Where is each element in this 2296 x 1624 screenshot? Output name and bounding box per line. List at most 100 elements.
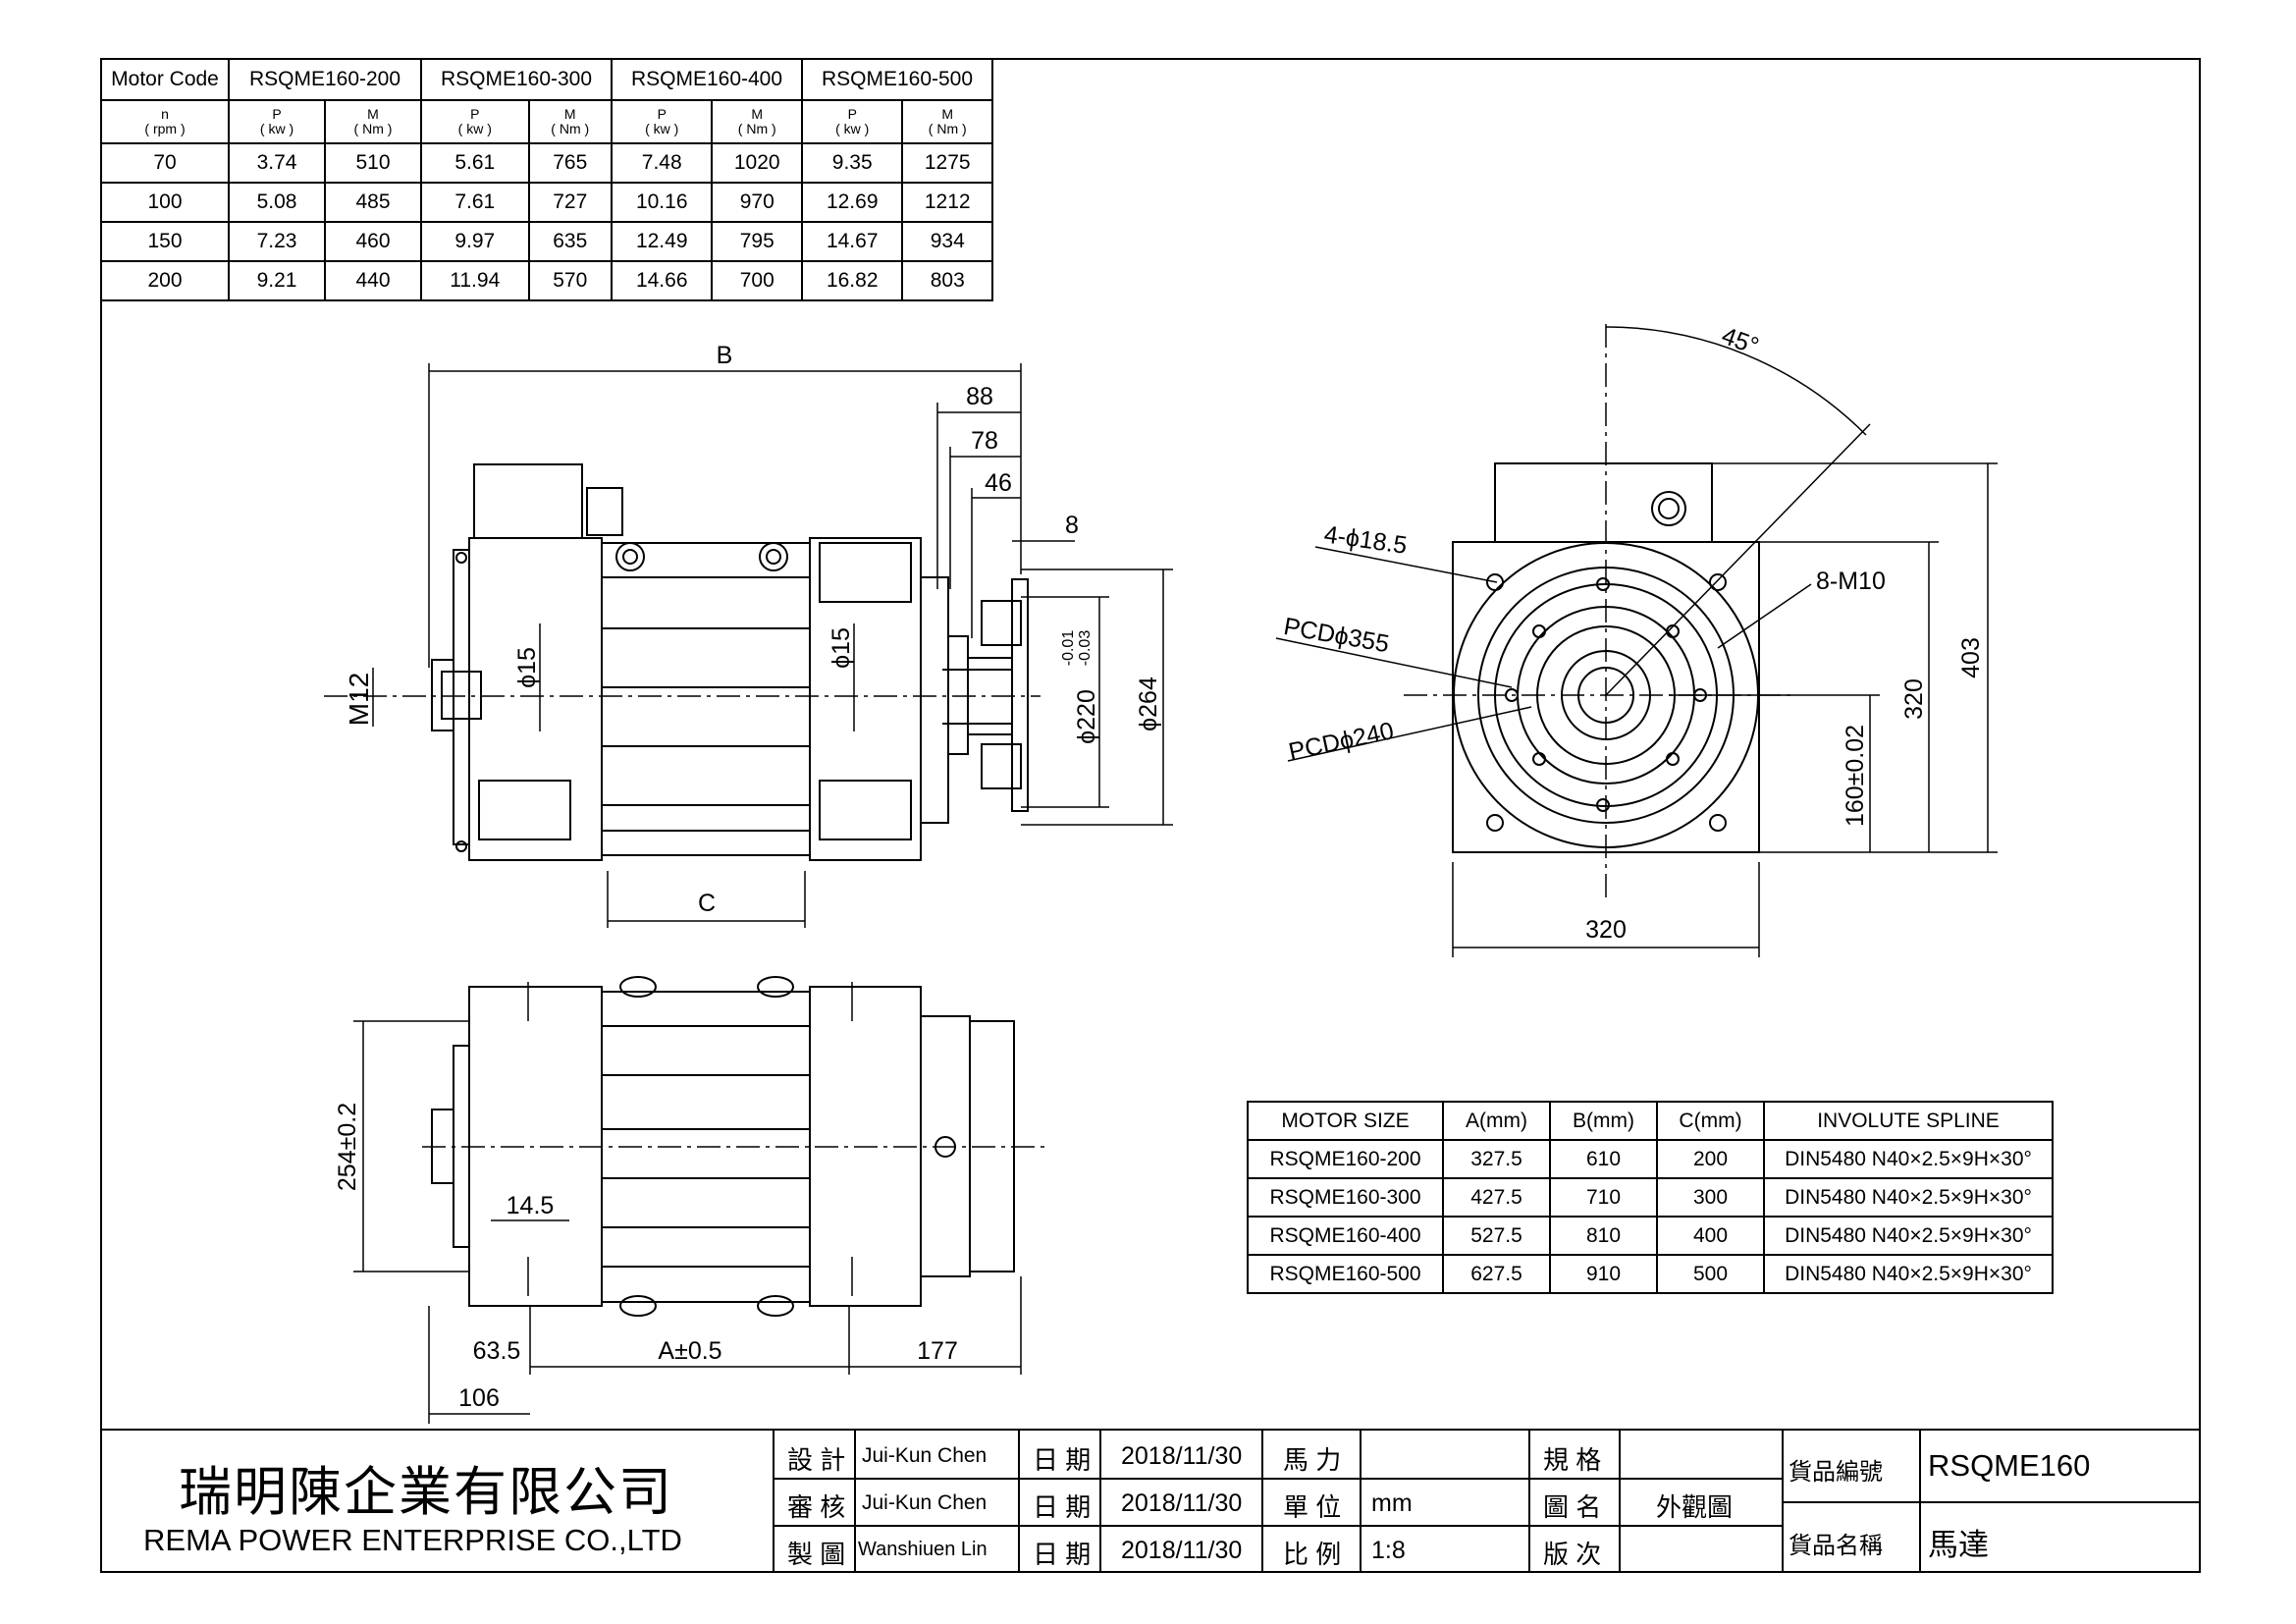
dim-88: 88 xyxy=(966,383,993,410)
torque-unit-cell: M( Nm ) xyxy=(324,99,422,144)
draft-date: 2018/11/30 xyxy=(1121,1537,1243,1564)
table-row: RSQME160-400 527.5 810 400 DIN5480 N40×2… xyxy=(1247,1216,2054,1256)
front-view-dimensions xyxy=(1275,462,1998,957)
drawing-name-label: 圖 名 xyxy=(1543,1492,1602,1522)
drafter-name: Wanshiuen Lin xyxy=(858,1539,988,1560)
size-header: C(mm) xyxy=(1656,1101,1765,1141)
size-cell: RSQME160-200 xyxy=(1247,1139,1444,1179)
power-unit-cell: P( kw ) xyxy=(420,99,530,144)
dim-phi15-left: ϕ15 xyxy=(513,647,541,688)
unit-value: mm xyxy=(1371,1489,1413,1517)
value-cell: 635 xyxy=(527,221,613,262)
model-header: RSQME160-500 xyxy=(801,58,993,101)
power-unit-cell: P( kw ) xyxy=(610,99,714,144)
draft-role: 製 圖 xyxy=(787,1540,846,1569)
model-header: RSQME160-300 xyxy=(420,58,613,101)
value-cell: 460 xyxy=(324,221,422,262)
table-row: RSQME160-500 627.5 910 500 DIN5480 N40×2… xyxy=(1247,1254,2054,1294)
value-cell: 14.66 xyxy=(610,260,714,301)
value-cell: 765 xyxy=(527,142,613,184)
size-cell: 627.5 xyxy=(1442,1254,1551,1294)
size-cell: 527.5 xyxy=(1442,1216,1551,1256)
value-cell: 9.35 xyxy=(800,142,904,184)
model-header: RSQME160-200 xyxy=(228,58,422,101)
dim-phi220-tol-up: -0.01 xyxy=(1060,630,1077,667)
table-row: RSQME160-200 327.5 610 200 DIN5480 N40×2… xyxy=(1247,1139,2054,1179)
dim-403: 403 xyxy=(1957,637,1985,678)
value-cell: 1275 xyxy=(901,142,993,184)
value-cell: 9.21 xyxy=(228,260,326,301)
value-cell: 12.49 xyxy=(610,221,714,262)
torque-unit-cell: M( Nm ) xyxy=(527,99,613,144)
dim-a: A±0.5 xyxy=(658,1337,721,1365)
speed-cell: 100 xyxy=(100,182,230,223)
dim-254: 254±0.2 xyxy=(334,1103,361,1191)
torque-unit-cell: M( Nm ) xyxy=(711,99,803,144)
design-role: 設 計 xyxy=(787,1445,846,1475)
horsepower-label: 馬 力 xyxy=(1283,1445,1342,1475)
power-unit-cell: P( kw ) xyxy=(228,99,326,144)
dim-8: 8 xyxy=(1065,512,1079,539)
value-cell: 700 xyxy=(711,260,803,301)
dim-pcd240: PCDϕ240 xyxy=(1286,717,1396,766)
value-cell: 795 xyxy=(711,221,803,262)
size-cell: DIN5480 N40×2.5×9H×30° xyxy=(1763,1177,2054,1218)
title-block: 瑞明陳企業有限公司 REMA POWER ENTERPRISE CO.,LTD … xyxy=(100,1429,2201,1573)
size-cell: DIN5480 N40×2.5×9H×30° xyxy=(1763,1139,2054,1179)
value-cell: 7.23 xyxy=(228,221,326,262)
size-cell: 810 xyxy=(1549,1216,1658,1256)
table-row: 150 7.23 460 9.97 635 12.49 795 14.67 93… xyxy=(100,221,993,262)
dim-78: 78 xyxy=(971,427,998,455)
part-name: 馬達 xyxy=(1928,1528,1989,1562)
value-cell: 485 xyxy=(324,182,422,223)
dim-160: 160±0.02 xyxy=(1842,725,1869,827)
size-cell: DIN5480 N40×2.5×9H×30° xyxy=(1763,1216,2054,1256)
power-unit-cell: P( kw ) xyxy=(800,99,904,144)
date-label: 日 期 xyxy=(1033,1445,1092,1475)
dim-45-deg: 45° xyxy=(1718,322,1762,360)
value-cell: 1020 xyxy=(711,142,803,184)
unit-label: 單 位 xyxy=(1283,1492,1342,1522)
side-view xyxy=(324,463,1041,861)
size-cell: RSQME160-500 xyxy=(1247,1254,1444,1294)
size-cell: 427.5 xyxy=(1442,1177,1551,1218)
table-row: 200 9.21 440 11.94 570 14.66 700 16.82 8… xyxy=(100,260,993,301)
size-cell: 400 xyxy=(1656,1216,1765,1256)
size-cell: 500 xyxy=(1656,1254,1765,1294)
size-header: MOTOR SIZE xyxy=(1247,1101,1444,1141)
value-cell: 11.94 xyxy=(420,260,530,301)
speed-cell: 150 xyxy=(100,221,230,262)
size-header: B(mm) xyxy=(1549,1101,1658,1141)
dim-phi220: ϕ220 xyxy=(1073,689,1100,744)
drawing-name-value: 外觀圖 xyxy=(1656,1492,1734,1522)
revision-label: 版 次 xyxy=(1543,1540,1602,1569)
size-cell: 300 xyxy=(1656,1177,1765,1218)
dim-14-5: 14.5 xyxy=(507,1192,555,1219)
part-number: RSQME160 xyxy=(1928,1448,2091,1483)
company-name-english: REMA POWER ENTERPRISE CO.,LTD xyxy=(143,1523,682,1557)
value-cell: 14.67 xyxy=(800,221,904,262)
spec-label: 規 格 xyxy=(1543,1445,1602,1475)
dim-phi264: ϕ264 xyxy=(1135,677,1162,731)
value-cell: 570 xyxy=(527,260,613,301)
part-name-label: 貨品名稱 xyxy=(1789,1533,1883,1559)
designer-name: Jui-Kun Chen xyxy=(862,1444,988,1467)
value-cell: 10.16 xyxy=(610,182,714,223)
size-cell: RSQME160-300 xyxy=(1247,1177,1444,1218)
value-cell: 3.74 xyxy=(228,142,326,184)
front-view xyxy=(1404,324,1871,898)
size-cell: 710 xyxy=(1549,1177,1658,1218)
side-view-dimensions xyxy=(372,363,1173,928)
dim-320-vertical: 320 xyxy=(1900,678,1928,720)
value-cell: 970 xyxy=(711,182,803,223)
table-row: 70 3.74 510 5.61 765 7.48 1020 9.35 1275 xyxy=(100,142,993,184)
dim-4-holes: 4-ϕ18.5 xyxy=(1322,520,1409,560)
performance-table: Motor Code RSQME160-200 RSQME160-300 RSQ… xyxy=(100,58,993,301)
dim-106: 106 xyxy=(458,1384,500,1412)
size-cell: 610 xyxy=(1549,1139,1658,1179)
date-label: 日 期 xyxy=(1033,1492,1092,1522)
table-row: 100 5.08 485 7.61 727 10.16 970 12.69 12… xyxy=(100,182,993,223)
value-cell: 510 xyxy=(324,142,422,184)
dim-46: 46 xyxy=(985,469,1012,497)
